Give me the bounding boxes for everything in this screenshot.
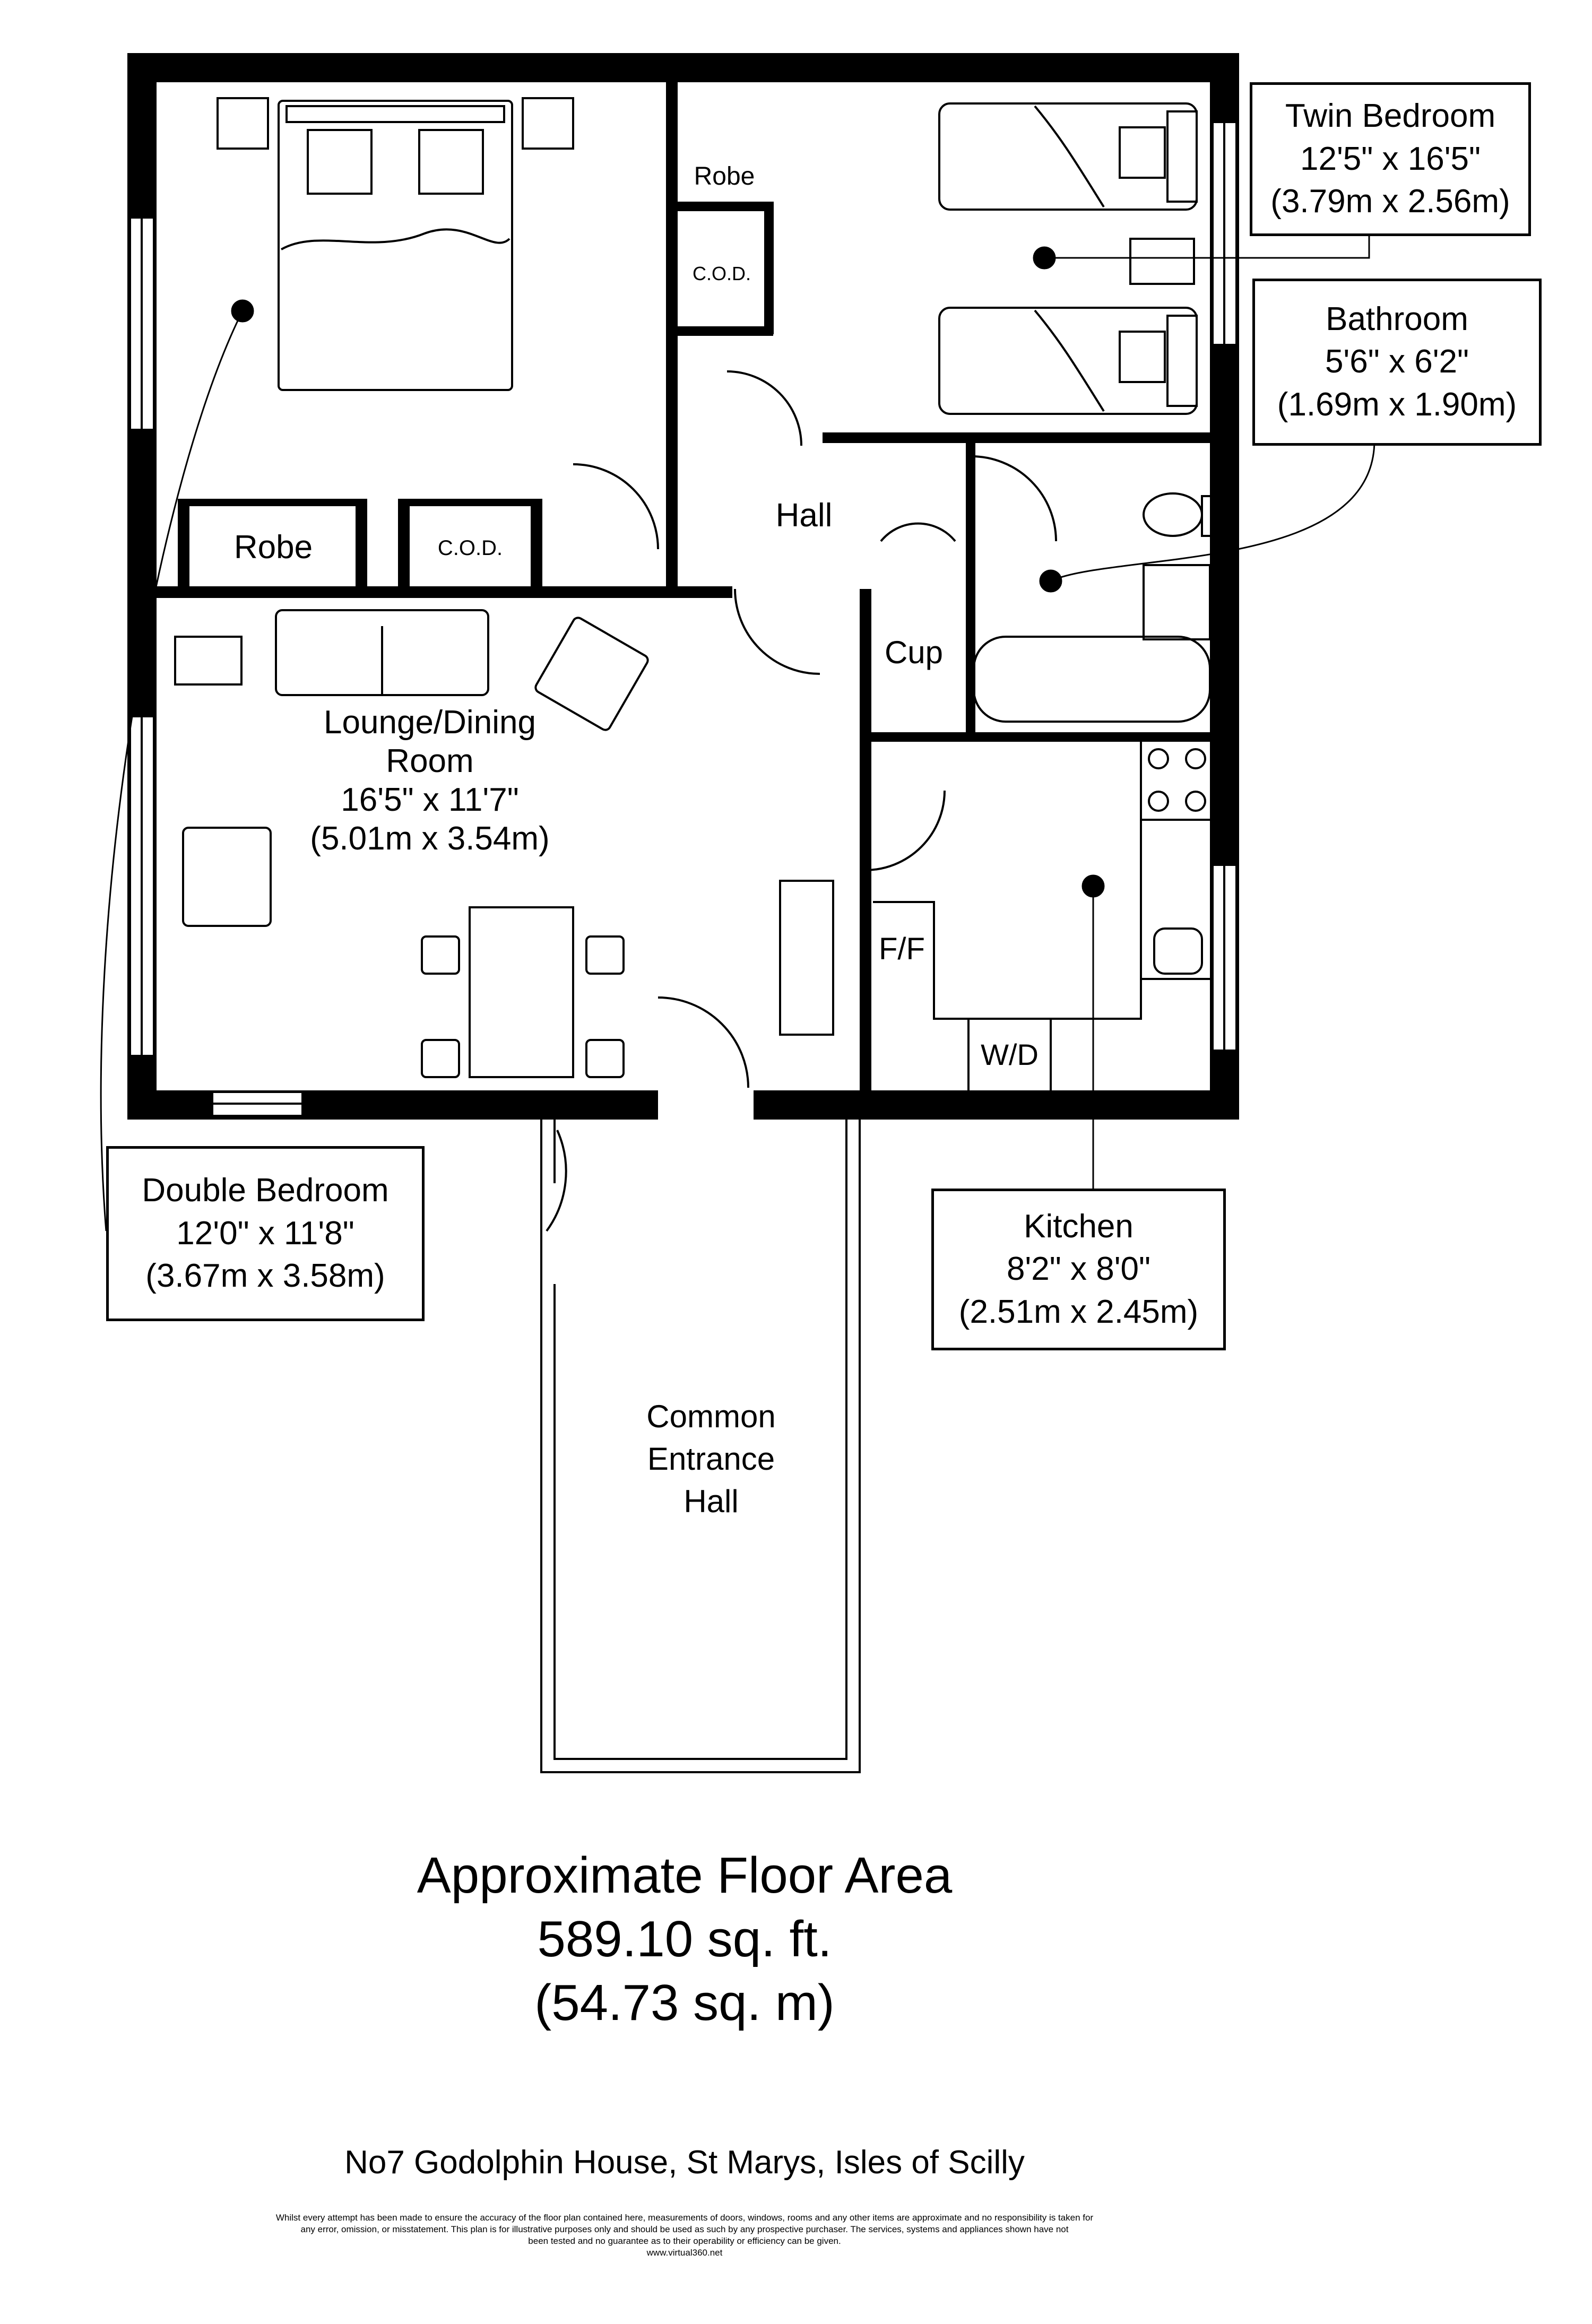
floor-area-sqft: 589.10 sq. ft.	[537, 1911, 832, 1967]
double-bedroom-name: Double Bedroom	[142, 1172, 389, 1209]
outer-walls	[127, 53, 1239, 1120]
double-bedroom-imperial: 12'0" x 11'8"	[176, 1215, 354, 1252]
kitchen-name: Kitchen	[1024, 1208, 1134, 1245]
cod-left-label: C.O.D.	[437, 536, 503, 560]
lounge-name-1: Lounge/Dining	[324, 704, 536, 741]
double-bedroom-label-box: Double Bedroom 12'0" x 11'8" (3.67m x 3.…	[106, 1146, 425, 1321]
lounge-label: Lounge/Dining Room 16'5" x 11'7" (5.01m …	[287, 703, 573, 859]
hall-label: Hall	[775, 497, 833, 534]
twin-bedroom-metric: (3.79m x 2.56m)	[1270, 183, 1510, 220]
windows	[129, 121, 1238, 1117]
disclaimer-line-2: any error, omission, or misstatement. Th…	[300, 2224, 1069, 2234]
cup-label: Cup	[884, 635, 944, 670]
robe-top-label: Robe	[694, 162, 755, 190]
ff-label: F/F	[879, 932, 925, 966]
disclaimer-line-1: Whilst every attempt has been made to en…	[275, 2213, 1094, 2223]
bathroom-name: Bathroom	[1326, 300, 1468, 337]
twin-bedroom-name: Twin Bedroom	[1285, 98, 1496, 135]
floor-area-heading: Approximate Floor Area	[417, 1847, 953, 1904]
common-hall-line3: Hall	[683, 1483, 739, 1519]
kitchen-label-box: Kitchen 8'2" x 8'0" (2.51m x 2.45m)	[931, 1189, 1226, 1350]
common-hall-label: Common Entrance Hall	[605, 1395, 817, 1522]
lounge-metric: (5.01m x 3.54m)	[310, 820, 550, 857]
doors	[546, 370, 1057, 1232]
kitchen-metric: (2.51m x 2.45m)	[958, 1293, 1199, 1330]
twin-bedroom-imperial: 12'5" x 16'5"	[1300, 140, 1481, 177]
bathroom-imperial: 5'6" x 6'2"	[1325, 343, 1469, 380]
common-hall-line1: Common	[646, 1399, 776, 1434]
leader-lines	[100, 233, 1375, 1232]
website-link[interactable]: www.virtual360.net	[646, 2248, 723, 2258]
disclaimer-line-3: been tested and no guarantee as to their…	[528, 2236, 841, 2246]
common-hall-outline	[540, 1120, 861, 1773]
furniture	[174, 97, 1214, 1090]
floor-area-sqm: (54.73 sq. m)	[534, 1974, 835, 2031]
lounge-imperial: 16'5" x 11'7"	[341, 782, 519, 819]
cod-top-label: C.O.D.	[692, 263, 751, 284]
lounge-name-2: Room	[386, 743, 474, 780]
kitchen-imperial: 8'2" x 8'0"	[1006, 1251, 1151, 1288]
robe-left-label: Robe	[233, 529, 313, 566]
wd-label: W/D	[981, 1038, 1039, 1071]
address: No7 Godolphin House, St Marys, Isles of …	[344, 2144, 1025, 2181]
double-bedroom-metric: (3.67m x 3.58m)	[145, 1258, 385, 1295]
bathroom-metric: (1.69m x 1.90m)	[1277, 386, 1517, 423]
twin-bedroom-label-box: Twin Bedroom 12'5" x 16'5" (3.79m x 2.56…	[1250, 82, 1531, 236]
common-hall-line2: Entrance	[647, 1441, 775, 1477]
bathroom-label-box: Bathroom 5'6" x 6'2" (1.69m x 1.90m)	[1252, 279, 1542, 446]
